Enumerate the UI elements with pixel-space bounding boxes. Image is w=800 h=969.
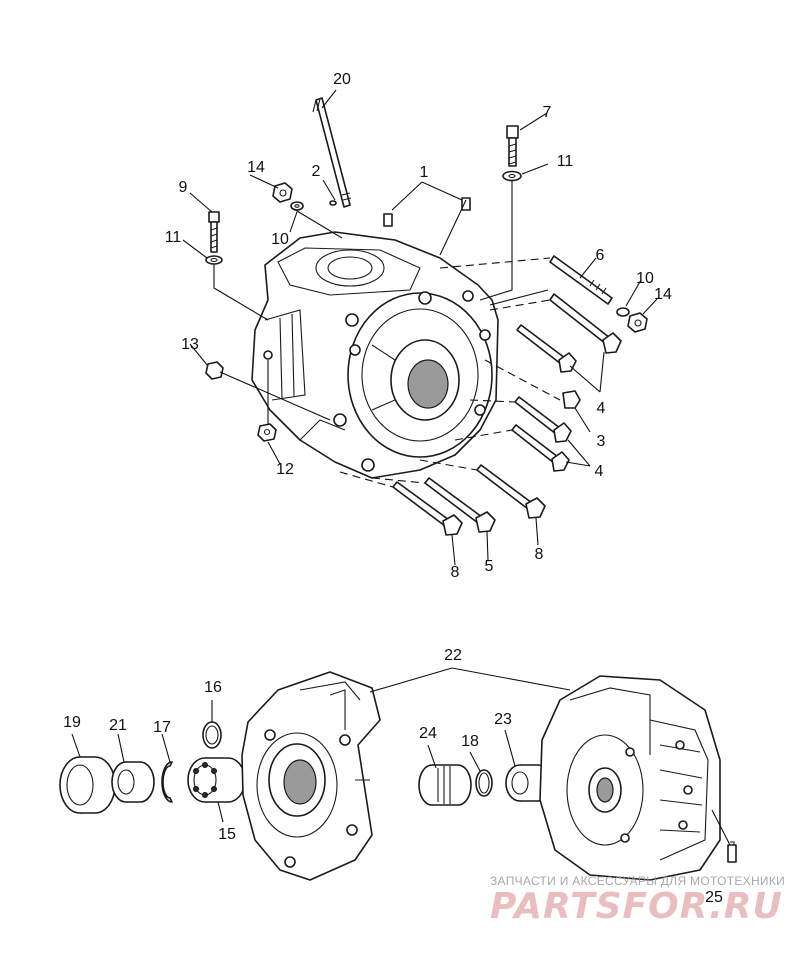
bolt-4-lower-a — [514, 396, 572, 443]
vent-fitting-25 — [727, 841, 737, 863]
callout-24: 24 — [419, 725, 437, 742]
needle-bearing-24 — [418, 764, 472, 806]
callout-23: 23 — [494, 711, 512, 728]
callout-7: 7 — [543, 104, 552, 121]
stud-20 — [312, 97, 352, 208]
callout-11-left: 11 — [165, 229, 182, 246]
nut-13 — [205, 361, 224, 380]
callout-9: 9 — [179, 179, 188, 196]
dowel-pins-1 — [383, 197, 471, 227]
callout-8-left: 8 — [451, 564, 460, 581]
bolt-4-lower-b — [511, 424, 570, 472]
washer-11-left — [205, 255, 223, 265]
crankcase-housing — [251, 231, 499, 479]
callout-8-right: 8 — [535, 546, 544, 563]
callout-18: 18 — [461, 733, 479, 750]
washer-10-left — [290, 201, 304, 211]
nut-12 — [257, 423, 277, 442]
nut-14-right — [627, 312, 648, 333]
inner-primary-cover — [241, 671, 381, 881]
nut-14-left — [272, 182, 293, 203]
callout-5: 5 — [485, 558, 494, 575]
callout-20: 20 — [333, 71, 351, 88]
bolt-8-left — [392, 481, 463, 536]
bolt-4-mid — [516, 324, 577, 373]
bushing-21 — [111, 761, 155, 803]
callout-16: 16 — [204, 679, 222, 696]
stud-6 — [549, 255, 613, 305]
leader-lines-upper — [182, 89, 658, 566]
callout-3: 3 — [597, 433, 606, 450]
dowel-pin-2 — [329, 200, 337, 206]
transmission-case — [539, 675, 721, 881]
callout-10-right: 10 — [636, 270, 654, 287]
long-bolt-4-upper — [549, 293, 622, 354]
bolt-5 — [424, 477, 496, 533]
callout-22: 22 — [444, 647, 462, 664]
o-ring-16 — [202, 721, 222, 749]
watermark-logo: PARTSFOR.RU — [490, 886, 783, 927]
callout-14-right: 14 — [654, 286, 672, 303]
seal-19 — [59, 756, 116, 814]
callout-2: 2 — [312, 163, 321, 180]
callout-17: 17 — [153, 719, 171, 736]
callout-14: 14 — [247, 159, 265, 176]
washer-11-right — [502, 170, 522, 182]
callout-25: 25 — [705, 889, 723, 906]
callout-labels: 20 14 2 1 9 10 11 7 11 6 10 14 13 4 3 4 … — [63, 71, 723, 906]
callout-13: 13 — [181, 336, 199, 353]
bearing-15 — [187, 757, 246, 803]
callout-1: 1 — [420, 164, 429, 181]
callout-4-upper: 4 — [597, 400, 606, 417]
callout-4-lower: 4 — [595, 463, 604, 480]
washer-10-right — [616, 307, 630, 317]
bolt-8-right — [476, 464, 546, 519]
watermark-subtitle: ЗАПЧАСТИ И АКСЕССУАРЫ ДЛЯ МОТОТЕХНИКИ — [490, 874, 785, 888]
callout-19: 19 — [63, 714, 81, 731]
callout-10-left: 10 — [271, 231, 289, 248]
callout-6: 6 — [596, 247, 605, 264]
bolt-9 — [208, 211, 220, 253]
watermark: ЗАПЧАСТИ И АКСЕССУАРЫ ДЛЯ МОТОТЕХНИКИ PA… — [490, 874, 785, 927]
bolt-7 — [506, 125, 519, 167]
leader-lines-lower — [71, 667, 731, 846]
callout-12: 12 — [276, 461, 294, 478]
plug-3 — [562, 390, 581, 409]
callout-11-right: 11 — [557, 153, 574, 170]
callout-15: 15 — [218, 826, 236, 843]
snap-ring-18 — [475, 769, 493, 797]
snap-ring-17 — [161, 761, 173, 803]
callout-21: 21 — [109, 717, 127, 734]
